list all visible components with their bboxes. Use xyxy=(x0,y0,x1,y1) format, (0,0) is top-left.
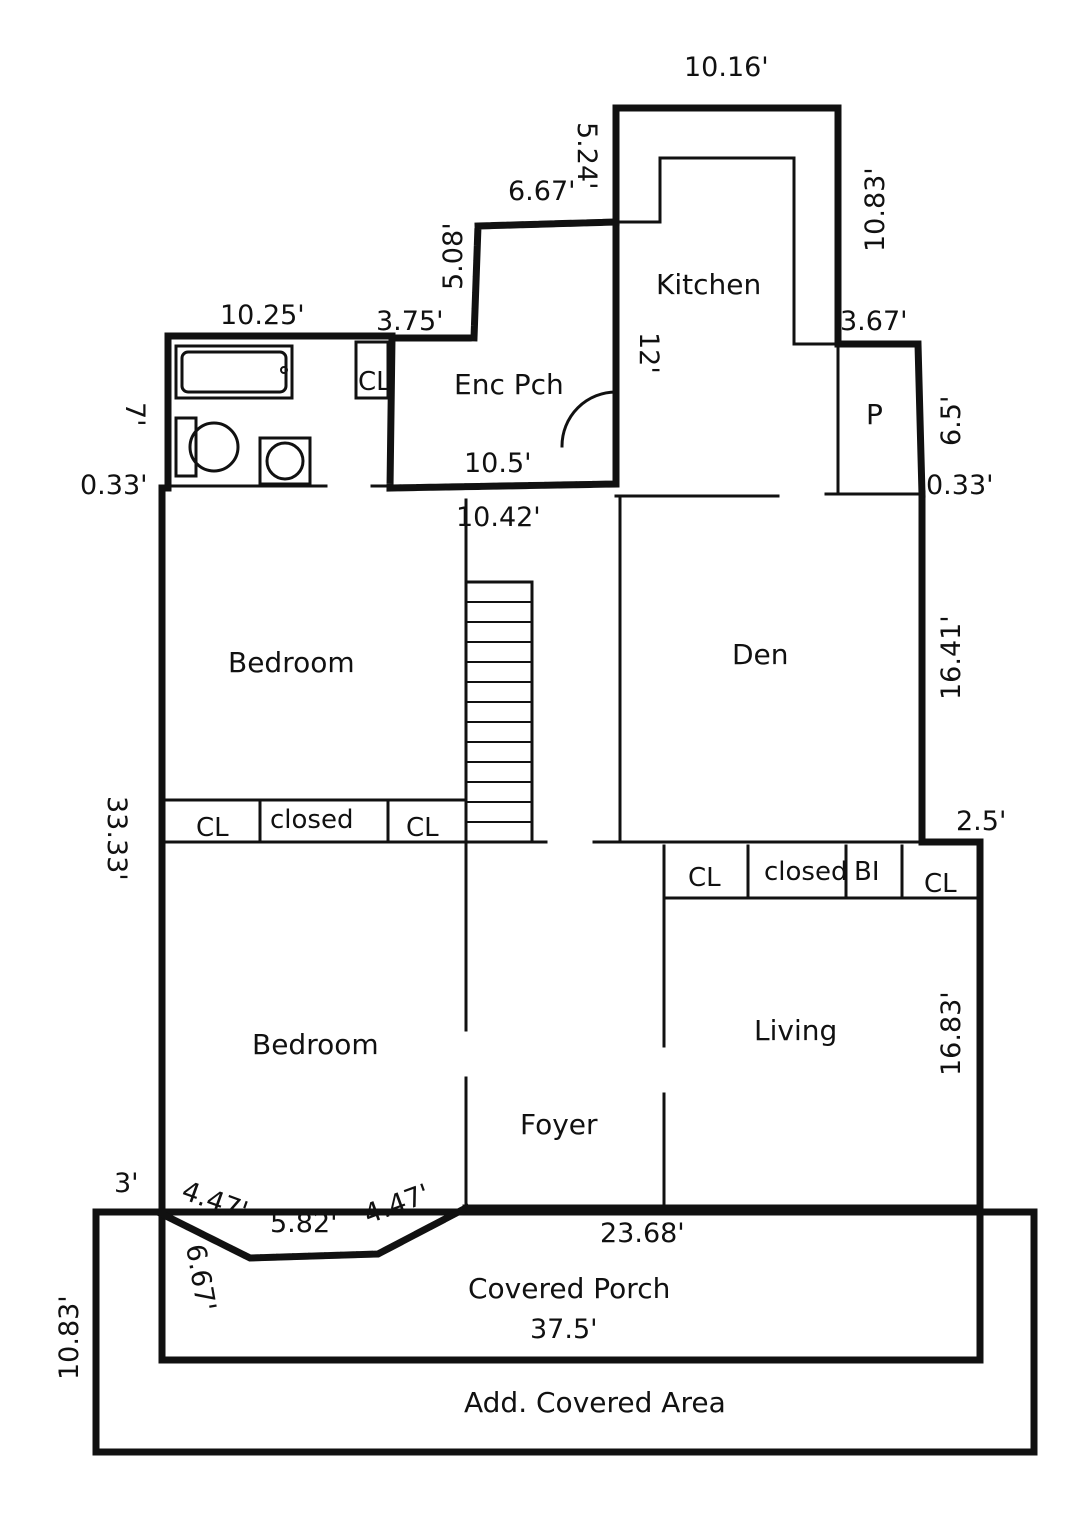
built-in-label: BI xyxy=(854,857,880,887)
covered-porch-outline xyxy=(158,1204,984,1364)
living-closet-2-label: CL xyxy=(924,869,957,899)
add-covered-area-label: Add. Covered Area xyxy=(464,1386,726,1419)
dim-6-67-top: 6.67' xyxy=(508,176,576,207)
door-swing-icon xyxy=(560,390,618,448)
dim-12: 12' xyxy=(633,332,664,374)
dim-10-5: 10.5' xyxy=(464,448,532,479)
dim-3-67: 3.67' xyxy=(840,306,908,337)
sink-basin-icon xyxy=(265,441,305,481)
dim-4-47-a: 4.47' xyxy=(178,1175,252,1227)
dim-5-24: 5.24' xyxy=(571,122,602,190)
kitchen-exterior-walls xyxy=(612,104,926,498)
dim-10-25: 10.25' xyxy=(220,300,305,331)
bedroom-upper-label: Bedroom xyxy=(228,646,355,679)
dim-0-33-right: 0.33' xyxy=(926,470,994,501)
living-label: Living xyxy=(754,1014,837,1047)
sink-cabinet xyxy=(258,436,312,486)
stair-treads xyxy=(466,601,532,823)
dim-6-67-bottom: 6.67' xyxy=(179,1242,221,1314)
dim-23-68: 23.68' xyxy=(600,1218,685,1249)
dim-4-47-b: 4.47' xyxy=(360,1178,434,1230)
dim-10-83-right: 10.83' xyxy=(860,167,891,252)
dim-33-33: 33.33' xyxy=(101,796,132,881)
living-closed-label: closed xyxy=(764,857,847,887)
dim-0-33-left: 0.33' xyxy=(80,470,148,501)
dim-10-42: 10.42' xyxy=(456,502,541,533)
dim-10-16: 10.16' xyxy=(684,52,769,83)
covered-porch-label: Covered Porch xyxy=(468,1272,670,1305)
foyer-label: Foyer xyxy=(520,1108,598,1141)
dim-37-5: 37.5' xyxy=(530,1314,598,1345)
closet-right-label: CL xyxy=(406,813,439,843)
toilet-bowl-icon xyxy=(188,421,240,473)
dim-10-83-left: 10.83' xyxy=(54,1295,85,1380)
bedroom-lower-label: Bedroom xyxy=(252,1028,379,1061)
bath-exterior-walls xyxy=(164,332,396,492)
kitchen-label: Kitchen xyxy=(656,268,761,301)
dim-16-83: 16.83' xyxy=(936,991,967,1076)
dim-16-41: 16.41' xyxy=(936,615,967,700)
living-closet-1-label: CL xyxy=(688,863,721,893)
porch-angled-wall xyxy=(157,1203,471,1262)
toilet-tank xyxy=(174,416,198,478)
dim-3-75: 3.75' xyxy=(376,306,444,337)
kitchen-inner-walls xyxy=(614,156,840,346)
den-label: Den xyxy=(732,638,789,671)
pantry-label: P xyxy=(866,398,883,431)
bath-closet-label: CL xyxy=(358,367,391,397)
dim-2-5: 2.5' xyxy=(956,806,1006,837)
dim-3: 3' xyxy=(114,1168,139,1199)
south-east-walls xyxy=(462,490,984,1212)
dim-6-5: 6.5' xyxy=(936,396,967,446)
add-covered-area-outline xyxy=(92,1208,1038,1456)
bath-closet-outline xyxy=(354,340,390,400)
dim-7: 7' xyxy=(119,402,150,427)
closet-left-label: CL xyxy=(196,813,229,843)
tub-drain-icon xyxy=(280,366,288,374)
dim-5-82: 5.82' xyxy=(270,1208,338,1239)
enc-pch-label: Enc Pch xyxy=(454,368,564,401)
bathtub xyxy=(174,344,294,400)
dim-5-08: 5.08' xyxy=(438,222,469,290)
closet-mid-label: closed xyxy=(270,805,353,835)
bathtub-inner xyxy=(180,350,288,394)
